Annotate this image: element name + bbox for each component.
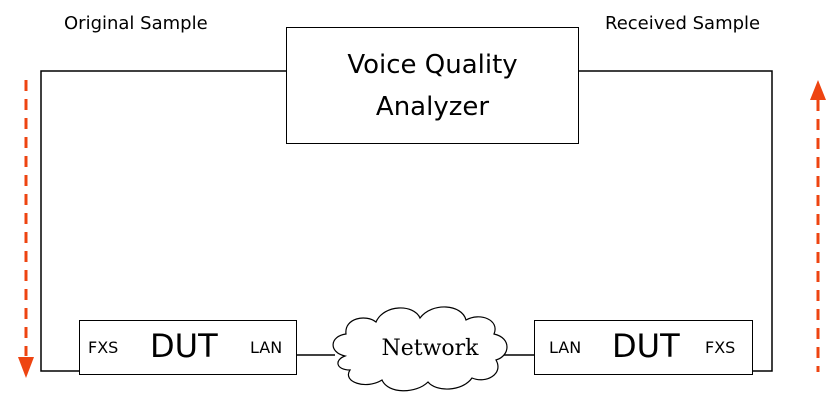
analyzer-title-line2: Analyzer bbox=[375, 91, 490, 122]
dut-left-box: FXS DUT LAN bbox=[79, 320, 297, 375]
dut-right-port-fxs: FXS bbox=[705, 338, 736, 357]
dut-left-port-fxs: FXS bbox=[88, 338, 119, 357]
dut-left-title: DUT bbox=[150, 327, 218, 365]
wire-analyzer-to-right-dut bbox=[579, 70, 773, 372]
arrow-down-head-icon bbox=[18, 357, 34, 378]
analyzer-title-line1: Voice Quality bbox=[347, 49, 518, 80]
voice-quality-analyzer-box: Voice Quality Analyzer bbox=[286, 27, 579, 144]
dut-right-port-lan: LAN bbox=[549, 338, 582, 357]
wire-analyzer-to-left-dut bbox=[40, 70, 286, 372]
dut-right-box: LAN DUT FXS bbox=[534, 320, 753, 375]
arrow-up-head-icon bbox=[810, 80, 826, 100]
dut-right-title: DUT bbox=[612, 327, 680, 365]
original-sample-caption: Original Sample bbox=[64, 13, 208, 34]
dut-left-port-lan: LAN bbox=[250, 338, 283, 357]
network-cloud bbox=[332, 306, 508, 392]
network-label: Network bbox=[381, 336, 479, 361]
received-sample-caption: Received Sample bbox=[605, 13, 761, 34]
